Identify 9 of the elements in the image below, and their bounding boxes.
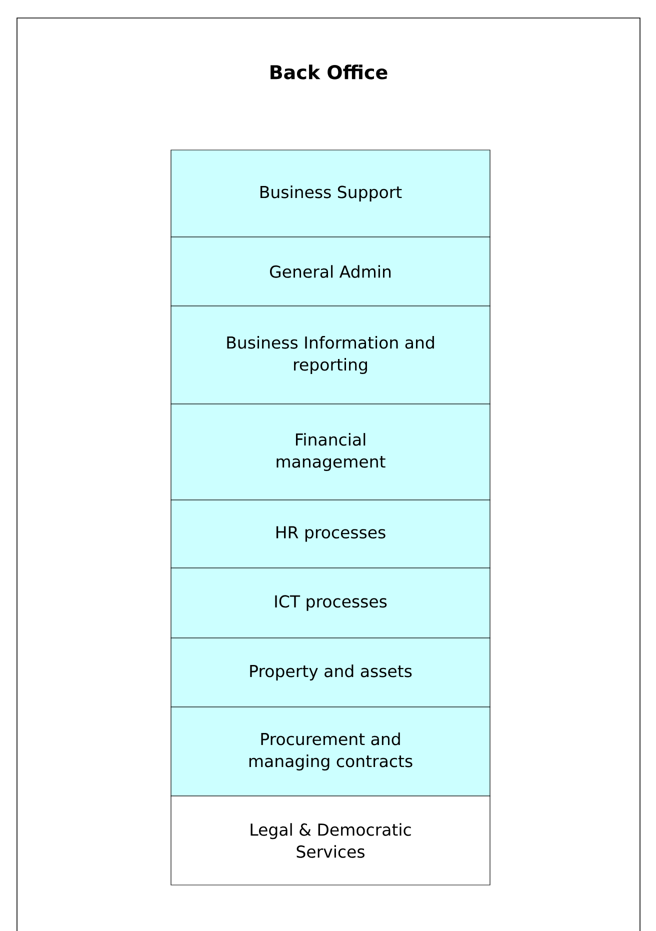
process-box: Property and assets	[170, 638, 490, 708]
process-box: ICT processes	[170, 568, 490, 638]
process-box: Business Support	[170, 150, 490, 238]
process-box: General Admin	[170, 236, 490, 306]
process-box: HR processes	[170, 500, 490, 568]
process-box: Legal & Democratic Services	[170, 796, 490, 886]
process-box: Procurement and managing contracts	[170, 706, 490, 796]
process-box: Business Information and reporting	[170, 306, 490, 404]
process-box: Financial management	[170, 404, 490, 500]
